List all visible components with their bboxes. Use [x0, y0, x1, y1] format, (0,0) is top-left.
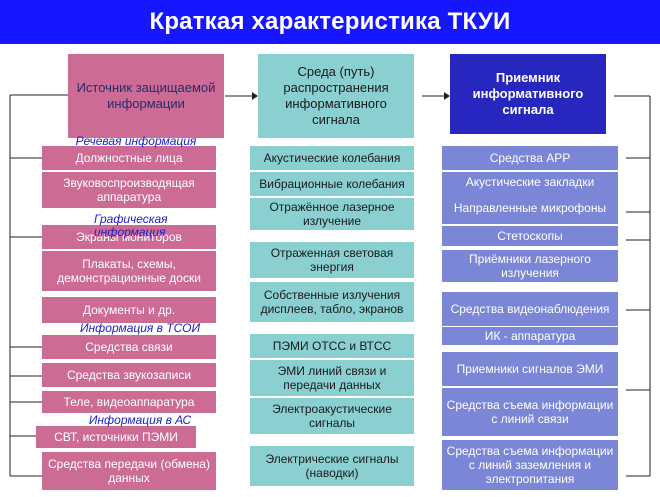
receiver-item-label: Направленные микрофоны: [453, 201, 607, 215]
medium-item-label: Вибрационные колебания: [259, 177, 405, 191]
source-header-label: Источник защищаемой информации: [76, 80, 216, 111]
source-item: Экраны мониторов: [42, 225, 222, 255]
receiver-item: Акустические закладки: [442, 172, 624, 198]
receiver-header-label: Приемник информативного сигнала: [472, 70, 584, 117]
source-item: Должностные лица: [42, 146, 222, 176]
source-item-label: Документы и др.: [82, 303, 176, 317]
receiver-item-label: Средства АРР: [489, 151, 571, 165]
source-item: Теле, видеоаппаратура: [42, 391, 222, 419]
receiver-item-label: Приёмники лазерного излучения: [469, 252, 591, 280]
medium-header: Среда (путь) распространения информативн…: [258, 54, 420, 144]
receiver-item: Направленные микрофоны: [442, 192, 624, 230]
medium-item: Акустические колебания: [250, 146, 420, 176]
receiver-item-label: Стетоскопы: [497, 229, 563, 243]
receiver-item: Средства съема информации с линий заземл…: [442, 440, 618, 490]
receiver-item: Средства съема информации с линий связи: [442, 388, 624, 442]
medium-item: ПЭМИ ОТСС и ВТСС: [250, 334, 420, 364]
source-item-label: Экраны мониторов: [76, 230, 182, 244]
receiver-item-label: Средства видеонаблюдения: [450, 302, 610, 316]
medium-header-label: Среда (путь) распространения информативн…: [283, 64, 389, 127]
receiver-item: Приёмники лазерного излучения: [442, 250, 624, 288]
receiver-item: Средства АРР: [442, 146, 624, 176]
medium-item-label: ЭМИ линий связи и передачи данных: [277, 364, 387, 392]
source-item: Средства звукозаписи: [42, 363, 222, 393]
source-item-label: Теле, видеоаппаратура: [63, 395, 195, 409]
category-speech: Речевая информация: [75, 134, 197, 148]
medium-item-label: Отраженная световая энергия: [270, 246, 394, 274]
medium-item: Электроакустические сигналы: [250, 398, 420, 440]
medium-item: Отраженная световая энергия: [250, 242, 420, 284]
medium-item: Отражённое лазерное излучение: [250, 198, 420, 236]
source-item: СВТ, источники ПЭМИ: [36, 426, 202, 454]
medium-item: Собственные излучения дисплеев, табло, э…: [250, 282, 420, 328]
medium-item: ЭМИ линий связи и передачи данных: [250, 360, 420, 402]
category-tsoi: Информация в ТСОИ: [79, 321, 201, 335]
category-as: Информация в АС: [88, 413, 192, 427]
medium-item-label: ПЭМИ ОТСС и ВТСС: [272, 339, 392, 353]
medium-item: Электрические сигналы (наводки): [250, 446, 420, 492]
source-item-label: Должностные лица: [75, 151, 183, 165]
page-title: Краткая характеристика ТКУИ: [0, 0, 660, 44]
source-item-label: Звуковоспроизводящая аппаратура: [63, 176, 195, 204]
source-item: Звуковоспроизводящая аппаратура: [42, 172, 222, 214]
receiver-item-label: Средства съема информации с линий связи: [446, 398, 614, 426]
source-item-label: Плакаты, схемы, демонстрационные доски: [57, 257, 201, 285]
source-item: Документы и др.: [42, 297, 222, 329]
source-item-label: Средства звукозаписи: [66, 368, 192, 382]
receiver-header: Приемник информативного сигнала: [450, 54, 612, 140]
medium-item-label: Электроакустические сигналы: [272, 402, 392, 430]
source-item: Плакаты, схемы, демонстрационные доски: [42, 251, 222, 297]
source-item: Средства передачи (обмена) данных: [42, 452, 222, 496]
source-item-label: СВТ, источники ПЭМИ: [54, 430, 178, 444]
source-header: Источник защищаемой информации: [68, 54, 230, 144]
receiver-item: ИК - аппаратура: [442, 327, 624, 351]
receiver-item: Стетоскопы: [442, 226, 624, 252]
receiver-item-label: Средства съема информации с линий заземл…: [446, 444, 614, 486]
source-item-label: Средства связи: [85, 340, 173, 354]
receiver-item: Приемники сигналов ЭМИ: [442, 352, 624, 392]
medium-item: Вибрационные колебания: [250, 172, 420, 202]
receiver-item-label: Акустические закладки: [465, 175, 595, 189]
source-item: Средства связи: [42, 335, 222, 365]
receiver-item: Средства видеонаблюдения: [442, 292, 624, 332]
medium-item-label: Акустические колебания: [263, 151, 401, 165]
category-graphic: Графическая информация: [94, 212, 168, 239]
receiver-item-label: Приемники сигналов ЭМИ: [456, 362, 604, 376]
receiver-item-label: ИК - аппаратура: [484, 329, 576, 343]
medium-item-label: Отражённое лазерное излучение: [269, 200, 395, 228]
medium-item-label: Собственные излучения дисплеев, табло, э…: [260, 288, 404, 316]
medium-item-label: Электрические сигналы (наводки): [265, 452, 399, 480]
source-item-label: Средства передачи (обмена) данных: [48, 457, 210, 485]
